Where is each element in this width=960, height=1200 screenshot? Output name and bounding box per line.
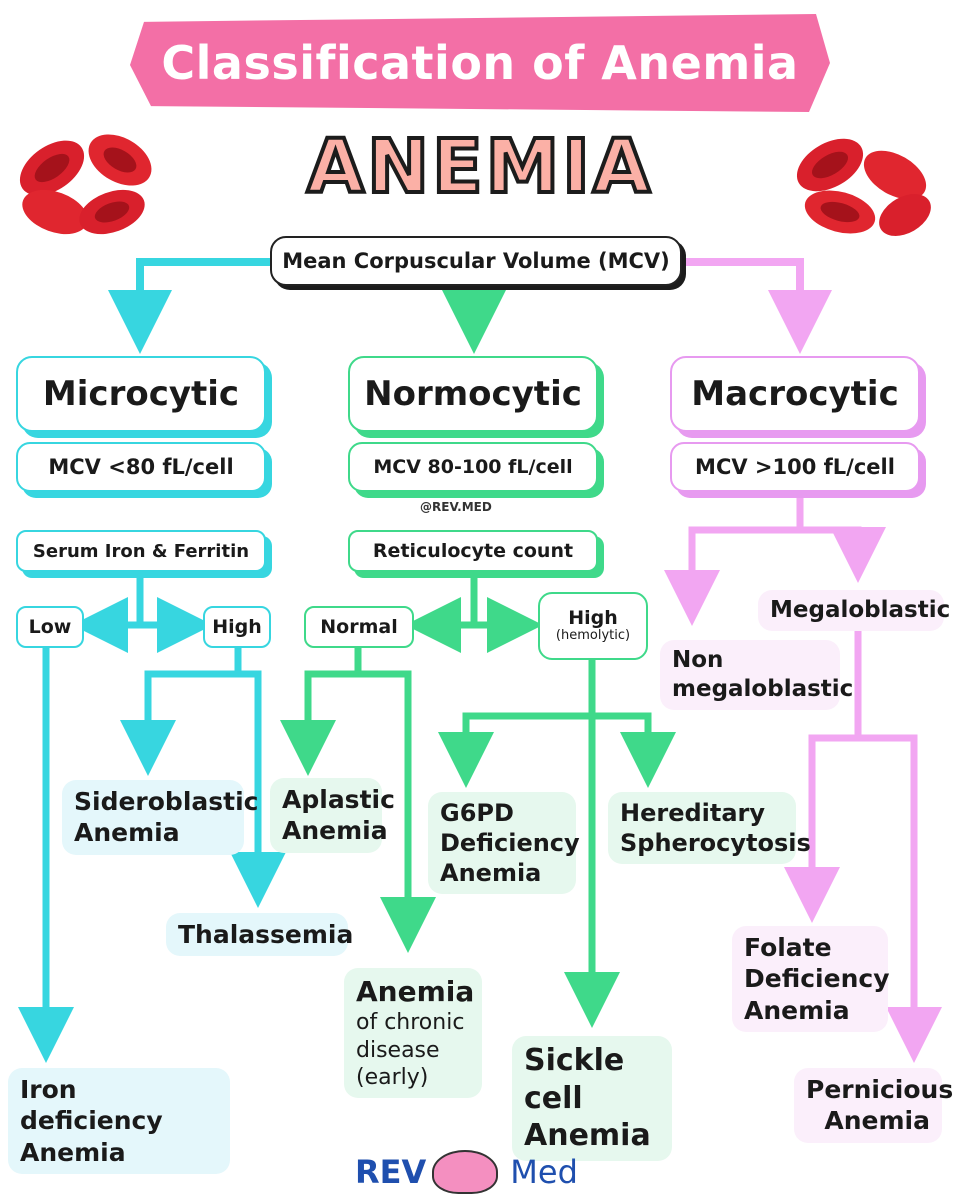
- normocytic-box: Normocytic: [348, 356, 598, 432]
- sickle-cell-anemia-label: Sickle cell Anemia: [512, 1036, 672, 1161]
- normal-box: Normal: [304, 606, 414, 648]
- aplastic-anemia-label: Aplastic Anemia: [270, 778, 395, 853]
- reticulocyte-count-box: Reticulocyte count: [348, 530, 598, 572]
- banner-title: Classification of Anemia: [161, 36, 799, 90]
- low-box: Low: [16, 606, 84, 648]
- high-label: High: [568, 607, 618, 630]
- title-banner: Classification of Anemia: [130, 14, 830, 112]
- iron-deficiency-anemia-label: Iron deficiency Anemia: [8, 1068, 230, 1174]
- hereditary-spherocytosis-label: Hereditary Spherocytosis: [608, 792, 811, 864]
- mcv-box: Mean Corpuscular Volume (MCV): [270, 236, 682, 286]
- hemolytic-label: (hemolytic): [555, 628, 631, 644]
- microcytic-mcv-box: MCV <80 fL/cell: [16, 442, 266, 492]
- serum-iron-box: Serum Iron & Ferritin: [16, 530, 266, 572]
- watermark: @REV.MED: [420, 500, 492, 514]
- macrocytic-mcv-box: MCV >100 fL/cell: [670, 442, 920, 492]
- sideroblastic-anemia-label: Sideroblastic Anemia: [62, 780, 259, 855]
- chronic-subtitle: of chronic disease (early): [356, 1010, 465, 1090]
- microcytic-box: Microcytic: [16, 356, 266, 432]
- red-blood-cells-right-icon: [796, 138, 931, 236]
- chronic-title: Anemia: [356, 975, 475, 1008]
- logo-rev: REV: [355, 1153, 427, 1191]
- pernicious-anemia-label: Pernicious Anemia: [794, 1068, 953, 1143]
- thalassemia-label: Thalassemia: [166, 913, 353, 957]
- high-hemolytic-box: High (hemolytic): [538, 592, 648, 660]
- normocytic-mcv-box: MCV 80-100 fL/cell: [348, 442, 598, 492]
- brain-car-icon: [432, 1150, 499, 1194]
- g6pd-anemia-label: G6PD Deficiency Anemia: [428, 792, 580, 894]
- revmed-logo: REV Med: [355, 1150, 578, 1194]
- anemia-chronic-disease-label: Anemia of chronic disease (early): [344, 968, 482, 1098]
- high-box: High: [203, 606, 271, 648]
- megaloblastic-label: Megaloblastic: [758, 590, 950, 631]
- red-blood-cells-left-icon: [19, 134, 152, 235]
- folate-deficiency-anemia-label: Folate Deficiency Anemia: [732, 926, 890, 1032]
- main-title: ANEMIA: [305, 122, 654, 212]
- logo-med: Med: [510, 1153, 578, 1191]
- non-megaloblastic-label: Non megaloblastic: [660, 640, 853, 710]
- macrocytic-box: Macrocytic: [670, 356, 920, 432]
